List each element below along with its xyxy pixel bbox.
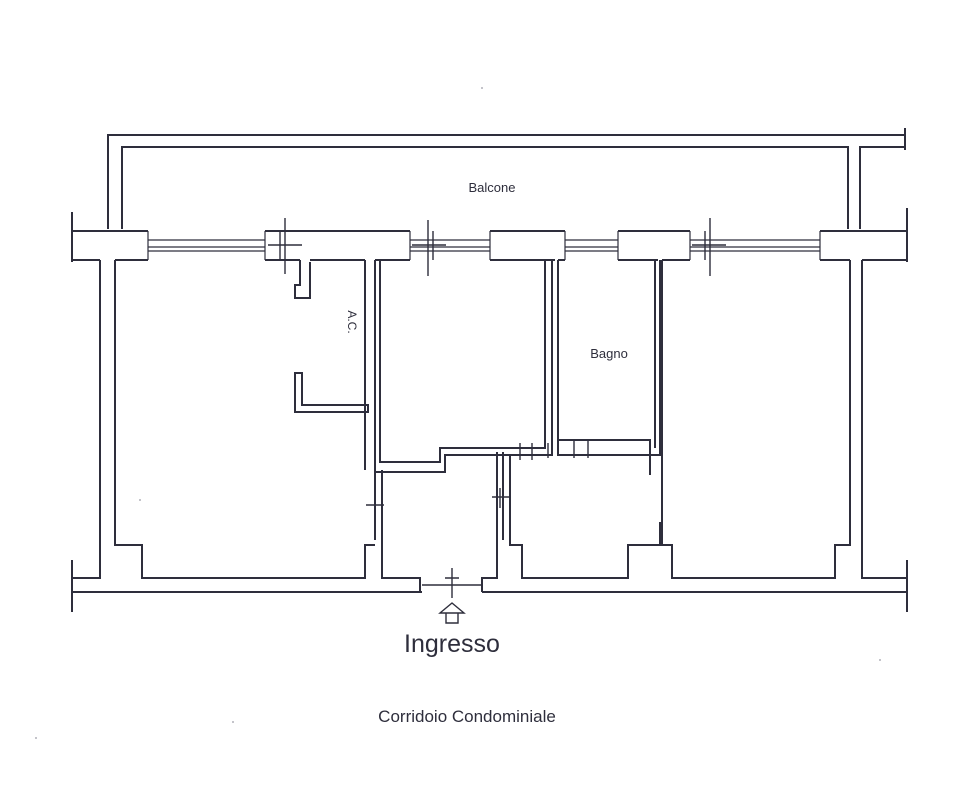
door-mark-3 — [692, 218, 726, 276]
balcony: Balcone — [107, 128, 906, 229]
entrance-door — [422, 568, 482, 598]
scan-speck — [879, 659, 881, 661]
ac-partition — [364, 260, 376, 470]
scan-speck — [232, 721, 234, 723]
left-outer-wall — [72, 260, 101, 579]
bathroom-label: Bagno — [590, 346, 628, 361]
middle-room-inner — [379, 260, 546, 463]
balcony-end-post — [859, 146, 905, 229]
hallway — [366, 440, 661, 592]
ac-label: A.C. — [345, 310, 359, 333]
scan-speck — [481, 87, 483, 89]
window-4 — [689, 231, 821, 260]
entrance-label: Ingresso — [404, 630, 500, 658]
door-mark-1 — [268, 218, 302, 274]
scan-speck — [35, 737, 37, 739]
ac-closet-walls — [294, 260, 369, 413]
scan-speck — [139, 499, 141, 501]
door-mark-2 — [412, 220, 446, 276]
bathroom: Bagno — [557, 260, 662, 475]
right-outer-wall — [861, 260, 907, 579]
window-4-frame — [689, 231, 821, 260]
window-3-frame — [564, 231, 619, 260]
window-1 — [147, 231, 266, 260]
inner-door-marks — [366, 440, 589, 515]
window-3 — [564, 231, 619, 260]
window-2-frame — [409, 231, 491, 260]
north-wall — [71, 208, 908, 262]
balcony-door-marks — [268, 218, 726, 276]
right-room-walls — [661, 260, 851, 579]
corridor-label: Corridoio Condominiale — [378, 707, 556, 726]
balcony-label: Balcone — [469, 180, 516, 195]
right-room — [482, 260, 908, 612]
balcony-railing-inner — [121, 146, 849, 229]
window-2 — [409, 231, 491, 260]
balcony-railing-outer — [107, 134, 905, 229]
ac-closet: A.C. — [294, 260, 376, 470]
left-room-walls — [114, 260, 375, 579]
left-room — [71, 260, 422, 612]
hallway-lower-walls — [509, 455, 661, 579]
window-1-frame — [147, 231, 266, 260]
entrance-arrow-icon — [438, 602, 466, 624]
entrance: Ingresso — [404, 568, 500, 658]
